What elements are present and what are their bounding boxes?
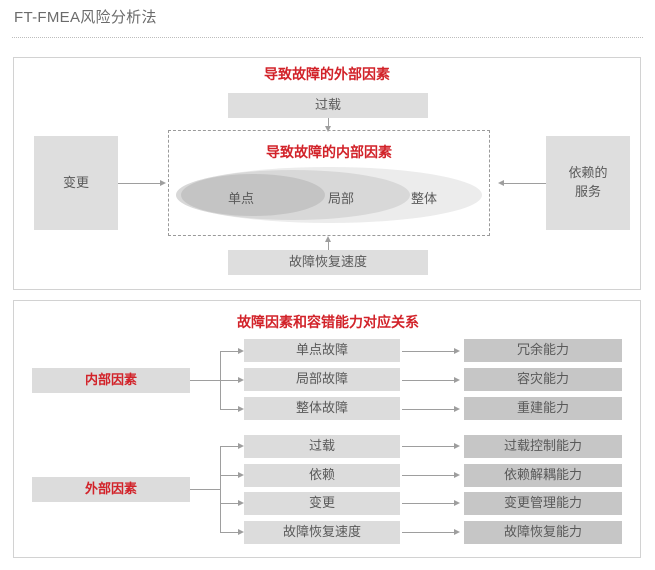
ellipse-single-point[interactable] <box>181 174 325 216</box>
connector-external-cap-2 <box>402 475 454 476</box>
connector-external-cap-1 <box>402 446 454 447</box>
box-factor-external-4[interactable]: 故障恢复速度 <box>244 521 400 544</box>
arrow-change-right-icon <box>160 179 166 186</box>
arrow-external-branch-4-icon <box>238 528 244 535</box>
ellipse-label-overall: 整体 <box>411 191 438 206</box>
arrow-external-cap-4-icon <box>454 528 460 535</box>
box-capability-internal-1[interactable]: 冗余能力 <box>464 339 622 362</box>
arrow-internal-branch-1-icon <box>238 347 244 354</box>
connector-external-trunk <box>190 489 220 490</box>
box-capability-internal-3[interactable]: 重建能力 <box>464 397 622 420</box>
connector-internal-cap-2 <box>402 380 454 381</box>
box-factor-external-2[interactable]: 依赖 <box>244 464 400 487</box>
box-capability-external-3[interactable]: 变更管理能力 <box>464 492 622 515</box>
box-capability-external-4[interactable]: 故障恢复能力 <box>464 521 622 544</box>
connector-internal-cap-1 <box>402 351 454 352</box>
box-capability-internal-2[interactable]: 容灾能力 <box>464 368 622 391</box>
heading-internal-factors: 导致故障的内部因素 <box>266 144 392 160</box>
box-dependency-service-right[interactable]: 依赖的 服务 <box>546 136 630 230</box>
connector-external-spine <box>220 446 221 532</box>
connector-internal-branch-3 <box>220 409 238 410</box>
connector-external-branch-2 <box>220 475 238 476</box>
arrow-internal-cap-3-icon <box>454 405 460 412</box>
arrow-external-branch-2-icon <box>238 471 244 478</box>
connector-internal-branch-2 <box>220 380 238 381</box>
arrow-dependency-left-icon <box>498 179 504 186</box>
arrow-internal-cap-2-icon <box>454 376 460 383</box>
connector-internal-cap-3 <box>402 409 454 410</box>
ellipse-label-partial: 局部 <box>328 191 355 206</box>
connector-external-branch-4 <box>220 532 238 533</box>
box-factor-external-1[interactable]: 过载 <box>244 435 400 458</box>
box-dependency-line2: 服务 <box>574 184 601 199</box>
connector-dependency-left <box>504 183 546 184</box>
connector-external-cap-3 <box>402 503 454 504</box>
connector-external-cap-4 <box>402 532 454 533</box>
box-capability-external-2[interactable]: 依赖解耦能力 <box>464 464 622 487</box>
ellipse-label-single-point: 单点 <box>228 191 255 206</box>
connector-recovery-up <box>328 242 329 250</box>
arrow-external-cap-2-icon <box>454 471 460 478</box>
connector-change-right <box>118 183 160 184</box>
box-recovery-speed-bottom[interactable]: 故障恢复速度 <box>228 250 428 275</box>
box-overload-top[interactable]: 过载 <box>228 93 428 118</box>
arrow-internal-branch-2-icon <box>238 376 244 383</box>
box-change-left[interactable]: 变更 <box>34 136 118 230</box>
box-capability-external-1[interactable]: 过载控制能力 <box>464 435 622 458</box>
arrow-internal-branch-3-icon <box>238 405 244 412</box>
box-factor-external-3[interactable]: 变更 <box>244 492 400 515</box>
connector-internal-branch-1 <box>220 351 238 352</box>
connector-external-branch-1 <box>220 446 238 447</box>
box-source-external[interactable]: 外部因素 <box>32 477 190 502</box>
arrow-external-cap-3-icon <box>454 499 460 506</box>
arrow-recovery-up-icon <box>324 236 331 242</box>
box-factor-internal-2[interactable]: 局部故障 <box>244 368 400 391</box>
arrow-internal-cap-1-icon <box>454 347 460 354</box>
box-source-internal[interactable]: 内部因素 <box>32 368 190 393</box>
arrow-external-branch-1-icon <box>238 442 244 449</box>
arrow-overload-down-icon <box>324 126 331 132</box>
heading-external-factors: 导致故障的外部因素 <box>264 66 390 82</box>
dashed-internal-factors-container <box>168 130 490 236</box>
arrow-external-branch-3-icon <box>238 499 244 506</box>
connector-external-branch-3 <box>220 503 238 504</box>
header-divider <box>12 37 643 39</box>
box-factor-internal-1[interactable]: 单点故障 <box>244 339 400 362</box>
arrow-external-cap-1-icon <box>454 442 460 449</box>
connector-overload-down <box>328 118 329 130</box>
heading-factor-capability: 故障因素和容错能力对应关系 <box>237 314 419 330</box>
connector-internal-trunk <box>190 380 220 381</box>
box-factor-internal-3[interactable]: 整体故障 <box>244 397 400 420</box>
box-dependency-line1: 依赖的 <box>568 165 608 181</box>
page-title: FT-FMEA风险分析法 <box>14 9 157 26</box>
